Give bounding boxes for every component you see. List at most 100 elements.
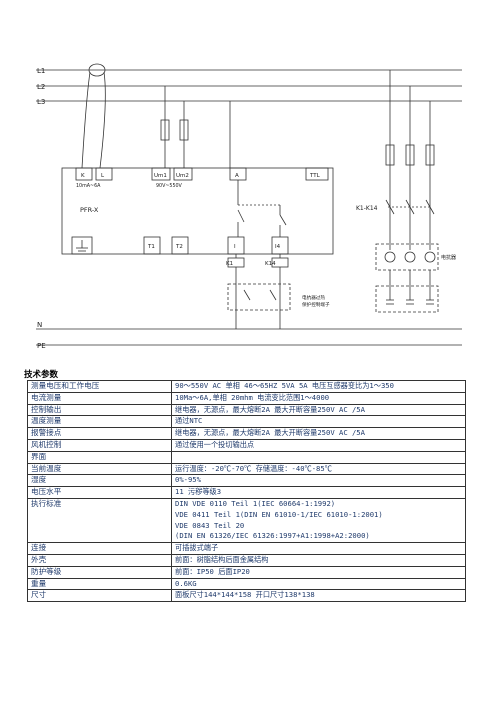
spec-value: 通过NTC — [171, 415, 466, 429]
spec-value-line: 可插拔式端子 — [175, 543, 219, 553]
spec-value-line: 11 污秽等级3 — [175, 487, 222, 497]
terminal-l: L — [101, 173, 105, 179]
spec-value-line: 0%-95% — [175, 475, 201, 485]
bus-label-l3: L3 — [37, 98, 45, 106]
spec-value-line — [175, 452, 462, 462]
bus-label-l2: L2 — [37, 83, 45, 91]
spec-key: 电压水平 — [27, 486, 172, 499]
spec-key: 重量 — [27, 577, 172, 591]
spec-value: 11 污秽等级3 — [171, 486, 466, 499]
spec-row: 防护等级前面：IP50 后面IP20 — [27, 565, 466, 579]
spec-key: 外壳 — [27, 553, 172, 567]
spec-key: 湿度 — [27, 474, 172, 488]
contactor-label: K1-K14 — [356, 205, 378, 212]
terminal-k: K — [81, 173, 85, 179]
spec-value-line: 90～550V AC 单相 46～65HZ 5VA 5A 电压互感器变比为1～3… — [175, 381, 394, 390]
terminal-t1: T1 — [147, 244, 155, 250]
voltage-range-note: 90V~550V — [156, 183, 183, 189]
spec-row: 风机控制通过使用一个投切输出点 — [27, 438, 466, 452]
spec-row: 尺寸面板尺寸144*144*158 开口尺寸138*138 — [27, 589, 466, 603]
spec-row: 报警接点继电器，无源点，最大熔断2A 最大开断容量250V AC /5A — [27, 427, 466, 440]
spec-row: 控制输出继电器，无源点，最大熔断2A 最大开断容量250V AC /5A — [27, 403, 466, 417]
spec-value-line: 继电器，无源点，最大熔断2A 最大开断容量250V AC /5A — [175, 404, 365, 414]
spec-value-line: VDE 0411 Teil 1(DIN EN 61010-1/IEC 61010… — [175, 509, 383, 519]
reactor-note-line2: 保护控制端子 — [302, 301, 330, 308]
spec-key: 电流测量 — [27, 391, 172, 405]
spec-value: 10Ma～6A,单相 20mhm 电流变比范围1～4000 — [171, 391, 466, 405]
fuse-um1 — [160, 119, 170, 141]
spec-value: 前面：IP50 后面IP20 — [171, 565, 466, 579]
terminal-i4: I4 — [275, 244, 281, 250]
spec-key: 尺寸 — [27, 589, 172, 603]
bus-label-pe: PE — [37, 342, 46, 350]
reactor-note-line1: 电抗器过热 — [302, 294, 325, 301]
terminal-a: A — [235, 173, 239, 179]
controller-box — [61, 167, 334, 255]
current-transformer — [88, 63, 106, 77]
spec-key: 执行标准 — [27, 497, 172, 544]
spec-value: DIN VDE 0110 Teil 1(IEC 60664-1:1992)VDE… — [171, 497, 466, 544]
spec-value: 面板尺寸144*144*158 开口尺寸138*138 — [171, 589, 466, 603]
spec-key: 风机控制 — [27, 438, 172, 452]
spec-value-line: 继电器，无源点，最大熔断2A 最大开断容量250V AC /5A — [175, 428, 365, 438]
spec-value: 继电器，无源点，最大熔断2A 最大开断容量250V AC /5A — [171, 427, 466, 440]
terminal-um1: Um1 — [154, 173, 167, 179]
spec-value: 通过使用一个投切输出点 — [171, 438, 466, 452]
spec-row: 当前温度运行温度：-20℃-70℃ 存储温度：-40℃-85℃ — [27, 462, 466, 476]
bus-label-l1: L1 — [37, 67, 45, 75]
spec-key: 界面 — [27, 450, 172, 464]
spec-key: 报警接点 — [27, 427, 172, 440]
spec-key: 连接 — [27, 542, 172, 555]
spec-row: 外壳前面：树脂结构后面金属结构 — [27, 553, 466, 567]
reactor-box — [375, 243, 439, 271]
spec-value-line: DIN VDE 0110 Teil 1(IEC 60664-1:1992) — [175, 498, 336, 508]
spec-value-line: 10Ma～6A,单相 20mhm 电流变比范围1～4000 — [175, 392, 330, 402]
spec-value-line: 运行温度：-20℃-70℃ 存储温度：-40℃-85℃ — [175, 463, 332, 473]
terminal-um2: Um2 — [176, 173, 189, 179]
relay-label-k14: K14 — [265, 261, 276, 267]
spec-value-line: (DIN EN 61326/IEC 61326:1997+A1:1998+A2:… — [175, 531, 370, 541]
spec-key: 当前温度 — [27, 462, 172, 476]
spec-title: 技术参数 — [24, 370, 59, 380]
spec-value: 可插拔式端子 — [171, 542, 466, 555]
spec-value: 0%-95% — [171, 474, 466, 488]
spec-value-line: 前面：树脂结构后面金属结构 — [175, 554, 269, 564]
spec-value — [171, 450, 466, 464]
spec-value-line: 通过NTC — [175, 416, 203, 426]
terminal-ttl: TTL — [309, 173, 321, 179]
spec-key: 控制输出 — [27, 403, 172, 417]
fuse-right-2 — [405, 144, 415, 166]
spec-value: 继电器，无源点，最大熔断2A 最大开断容量250V AC /5A — [171, 403, 466, 417]
reactor-label: 电抗器 — [441, 254, 456, 261]
fuse-right-1 — [385, 144, 395, 166]
spec-value-line: 0.6KG — [175, 578, 197, 588]
wiring-diagram: L1 L2 L3 N PE K L Um1 Um2 A TTL 10mA~6A … — [36, 63, 462, 350]
spec-key: 测量电压和工作电压 — [27, 380, 172, 393]
ct-range-note: 10mA~6A — [76, 183, 101, 189]
spec-row: 温度测量通过NTC — [27, 415, 466, 429]
spec-key: 防护等级 — [27, 565, 172, 579]
controller-name: PFR-X — [80, 206, 99, 214]
spec-row: 连接可插拔式端子 — [27, 542, 466, 555]
reactor-protection-box — [227, 283, 291, 311]
fuse-um2 — [179, 119, 189, 141]
bus-label-n: N — [37, 321, 42, 329]
spec-value: 90～550V AC 单相 46～65HZ 5VA 5A 电压互感器变比为1～3… — [171, 380, 466, 393]
spec-value: 0.6KG — [171, 577, 466, 591]
spec-row: 界面 — [27, 450, 466, 464]
spec-key: 温度测量 — [27, 415, 172, 429]
terminal-t2: T2 — [175, 244, 183, 250]
spec-value-line: 前面：IP50 后面IP20 — [175, 566, 250, 576]
spec-value: 前面：树脂结构后面金属结构 — [171, 553, 466, 567]
fuse-right-3 — [425, 144, 435, 166]
terminal-i: I — [234, 244, 236, 250]
relay-label-k1: K1 — [226, 261, 233, 267]
spec-value-line: VDE 0843 Teil 20 — [175, 520, 245, 530]
